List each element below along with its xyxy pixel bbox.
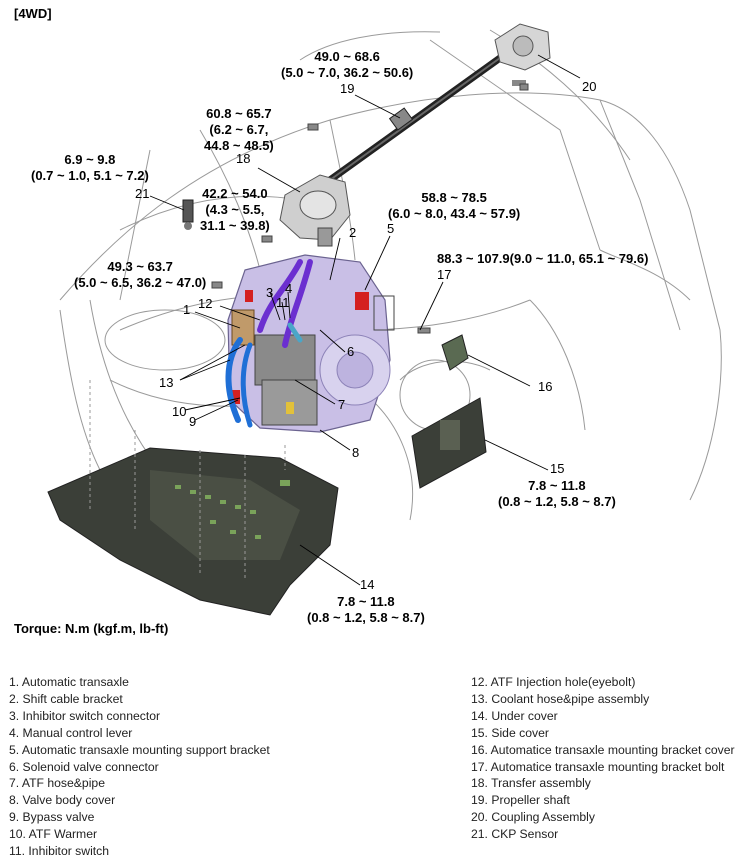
callout-7: 7	[338, 397, 346, 412]
callout-9: 9	[189, 414, 197, 429]
torque-value: (6.2 ~ 6.7,	[209, 122, 269, 137]
list-item: 4. Manual control lever	[9, 725, 133, 740]
torque-label-transfer: 60.8 ~ 65.7 (6.2 ~ 6.7, 44.8 ~ 48.5)	[204, 106, 274, 154]
torque-label-propeller: 49.0 ~ 68.6 (5.0 ~ 7.0, 36.2 ~ 50.6)	[281, 49, 413, 81]
callout-13: 13	[159, 375, 174, 390]
callout-14: 14	[360, 577, 375, 592]
list-item: 7. ATF hose&pipe	[9, 776, 105, 791]
callout-4: 4	[285, 281, 293, 296]
torque-value: 49.3 ~ 63.7	[107, 259, 173, 274]
callout-17: 17	[437, 267, 452, 282]
torque-value: 7.8 ~ 11.8	[337, 594, 395, 609]
mounting-bracket-cover	[441, 334, 469, 371]
list-item: 15. Side cover	[471, 725, 549, 740]
leader-lines	[149, 54, 581, 586]
list-item: 16. Automatice transaxle mounting bracke…	[471, 742, 735, 757]
callout-18: 18	[236, 151, 251, 166]
parts-list-right: 12. ATF Injection hole(eyebolt) 13. Cool…	[471, 674, 735, 843]
coupling-assembly	[494, 23, 551, 86]
torque-value: 49.0 ~ 68.6	[314, 49, 380, 64]
bolts	[211, 83, 529, 334]
list-item: 9. Bypass valve	[9, 810, 95, 825]
torque-value: (5.0 ~ 7.0, 36.2 ~ 50.6)	[281, 65, 414, 80]
torque-value: 60.8 ~ 65.7	[206, 106, 272, 121]
list-item: 14. Under cover	[471, 708, 558, 723]
list-item: 8. Valve body cover	[9, 793, 116, 808]
callout-15: 15	[550, 461, 565, 476]
list-item: 11. Inhibitor switch	[9, 844, 110, 859]
parts-list-left: 1. Automatic transaxle 2. Shift cable br…	[9, 674, 270, 860]
torque-value: 31.1 ~ 39.8)	[200, 218, 270, 233]
transaxle-exploded-diagram	[47, 23, 722, 616]
automatic-transaxle	[227, 254, 395, 433]
list-item: 5. Automatic transaxle mounting support …	[9, 742, 270, 757]
list-item: 21. CKP Sensor	[471, 827, 559, 842]
list-item: 17. Automatice transaxle mounting bracke…	[471, 759, 725, 774]
torque-value: (4.3 ~ 5.5,	[205, 202, 265, 217]
hoses	[225, 259, 313, 428]
callout-11: 11	[276, 295, 290, 310]
list-item: 19. Propeller shaft	[471, 793, 570, 808]
callout-2: 2	[349, 225, 357, 240]
torque-label-bolt: 88.3 ~ 107.9(9.0 ~ 11.0, 65.1 ~ 79.6)	[437, 251, 648, 267]
torque-value: 7.8 ~ 11.8	[528, 478, 586, 493]
callout-8: 8	[352, 445, 360, 460]
callout-19: 19	[340, 81, 355, 96]
list-item: 3. Inhibitor switch connector	[9, 708, 161, 723]
callout-10: 10	[172, 404, 187, 419]
callout-16: 16	[538, 379, 553, 394]
torque-value: 6.9 ~ 9.8	[64, 152, 116, 167]
list-item: 20. Coupling Assembly	[471, 810, 595, 825]
callout-6: 6	[347, 344, 355, 359]
torque-unit-note: Torque: N.m (kgf.m, lb-ft)	[14, 621, 169, 636]
callout-5: 5	[387, 221, 395, 236]
torque-value: (0.7 ~ 1.0, 5.1 ~ 7.2)	[31, 168, 149, 183]
torque-value: 58.8 ~ 78.5	[421, 190, 487, 205]
propeller-shaft	[326, 54, 504, 184]
list-item: 13. Coolant hose&pipe assembly	[471, 691, 650, 706]
callout-3: 3	[266, 285, 274, 300]
torque-value: (0.8 ~ 1.2, 5.8 ~ 8.7)	[307, 610, 425, 625]
list-item: 6. Solenoid valve connector	[9, 759, 159, 774]
torque-label-bracket-left: 42.2 ~ 54.0 (4.3 ~ 5.5, 31.1 ~ 39.8)	[200, 186, 270, 234]
ckp-sensor	[182, 199, 194, 230]
side-cover	[411, 397, 487, 489]
callout-12: 12	[198, 296, 213, 311]
list-item: 1. Automatic transaxle	[9, 675, 129, 689]
torque-value: (6.0 ~ 8.0, 43.4 ~ 57.9)	[388, 206, 521, 221]
callout-21: 21	[135, 186, 150, 201]
drive-type-tag: [4WD]	[14, 6, 52, 21]
under-cover	[47, 380, 339, 616]
list-item: 18. Transfer assembly	[471, 776, 591, 791]
torque-label-under-cover: 7.8 ~ 11.8 (0.8 ~ 1.2, 5.8 ~ 8.7)	[307, 594, 425, 626]
torque-label-side-cover: 7.8 ~ 11.8 (0.8 ~ 1.2, 5.8 ~ 8.7)	[498, 478, 616, 510]
torque-value: 88.3 ~ 107.9(9.0 ~ 11.0, 65.1 ~ 79.6)	[437, 251, 649, 266]
callout-1: 1	[183, 302, 191, 317]
torque-value: 42.2 ~ 54.0	[202, 186, 268, 201]
transfer-assembly	[279, 174, 351, 247]
list-item: 2. Shift cable bracket	[9, 691, 123, 706]
torque-value: (0.8 ~ 1.2, 5.8 ~ 8.7)	[498, 494, 616, 509]
torque-label-ckp: 6.9 ~ 9.8 (0.7 ~ 1.0, 5.1 ~ 7.2)	[31, 152, 149, 184]
torque-value: (5.0 ~ 6.5, 36.2 ~ 47.0)	[74, 275, 207, 290]
list-item: 12. ATF Injection hole(eyebolt)	[471, 675, 636, 689]
torque-label-bracket-right: 58.8 ~ 78.5 (6.0 ~ 8.0, 43.4 ~ 57.9)	[388, 190, 520, 222]
torque-label-mount: 49.3 ~ 63.7 (5.0 ~ 6.5, 36.2 ~ 47.0)	[74, 259, 206, 291]
list-item: 10. ATF Warmer	[9, 827, 98, 842]
torque-value: 44.8 ~ 48.5)	[204, 138, 274, 153]
callout-20: 20	[582, 79, 597, 94]
